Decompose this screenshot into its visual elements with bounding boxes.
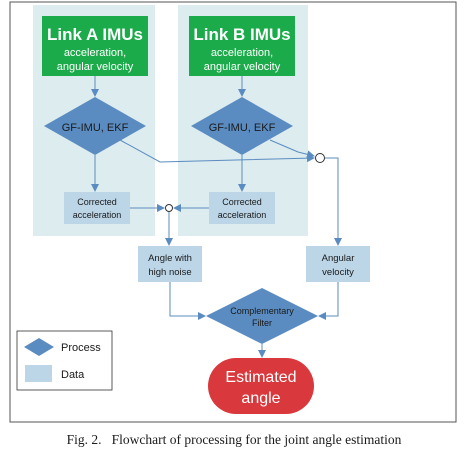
- corr-a-line1: Corrected: [77, 197, 117, 207]
- corr-b-line2: acceleration: [218, 210, 267, 220]
- complementary-filter-diamond: Complementary Filter: [206, 288, 318, 344]
- estimated-angle-terminal: Estimated angle: [208, 358, 314, 414]
- legend-process-symbol: [24, 338, 54, 356]
- corrected-acceleration-b-box: Corrected acceleration: [209, 192, 275, 224]
- connectors: [91, 76, 342, 358]
- arrow-merge-to-angular-velocity: [325, 157, 342, 246]
- corr-a-line2: acceleration: [73, 210, 122, 220]
- link-b-sub1: acceleration,: [211, 47, 273, 59]
- angular-velocity-box: Angular velocity: [306, 246, 370, 282]
- estimated-line1: Estimated: [225, 369, 296, 386]
- link-b-sub2: angular velocity: [204, 61, 281, 73]
- merge-junction: [315, 153, 325, 163]
- link-a-sub2: angular velocity: [57, 61, 134, 73]
- legend-data-label: Data: [61, 369, 85, 381]
- arrow-gf-a-to-merge: [119, 139, 315, 163]
- corr-b-line1: Corrected: [222, 197, 262, 207]
- estimated-line2: angle: [241, 390, 280, 407]
- link-b-imus-box: Link B IMUs acceleration, angular veloci…: [189, 16, 295, 76]
- angular-velocity-line1: Angular: [322, 253, 355, 264]
- link-a-title: Link A IMUs: [47, 25, 143, 44]
- link-a-imus-box: Link A IMUs acceleration, angular veloci…: [42, 16, 148, 76]
- comp-filter-line1: Complementary: [230, 306, 294, 316]
- angle-noise-line2: high noise: [148, 267, 191, 278]
- angle-noise-line1: Angle with: [148, 253, 192, 264]
- gf-b-label: GF-IMU, EKF: [209, 122, 276, 134]
- sum-junction: [165, 204, 173, 212]
- figure-caption: Fig. 2. Flowchart of processing for the …: [67, 432, 402, 447]
- angle-high-noise-box: Angle with high noise: [138, 246, 202, 282]
- angular-velocity-line2: velocity: [322, 267, 354, 278]
- legend-data-symbol: [25, 365, 52, 382]
- gf-a-label: GF-IMU, EKF: [62, 122, 129, 134]
- link-b-title: Link B IMUs: [193, 25, 290, 44]
- comp-filter-line2: Filter: [252, 318, 272, 328]
- legend: Process Data: [16, 330, 113, 391]
- arrow-gf-b-to-merge: [269, 139, 315, 159]
- link-a-sub1: acceleration,: [64, 47, 126, 59]
- arrow-angular-velocity-to-filter: [318, 282, 339, 320]
- gf-imu-ekf-diamond-b: GF-IMU, EKF: [191, 97, 293, 155]
- figure-frame: [9, 1, 457, 423]
- corrected-acceleration-a-box: Corrected acceleration: [64, 192, 130, 224]
- arrow-angle-noise-to-filter: [169, 282, 206, 320]
- legend-process-label: Process: [61, 342, 101, 354]
